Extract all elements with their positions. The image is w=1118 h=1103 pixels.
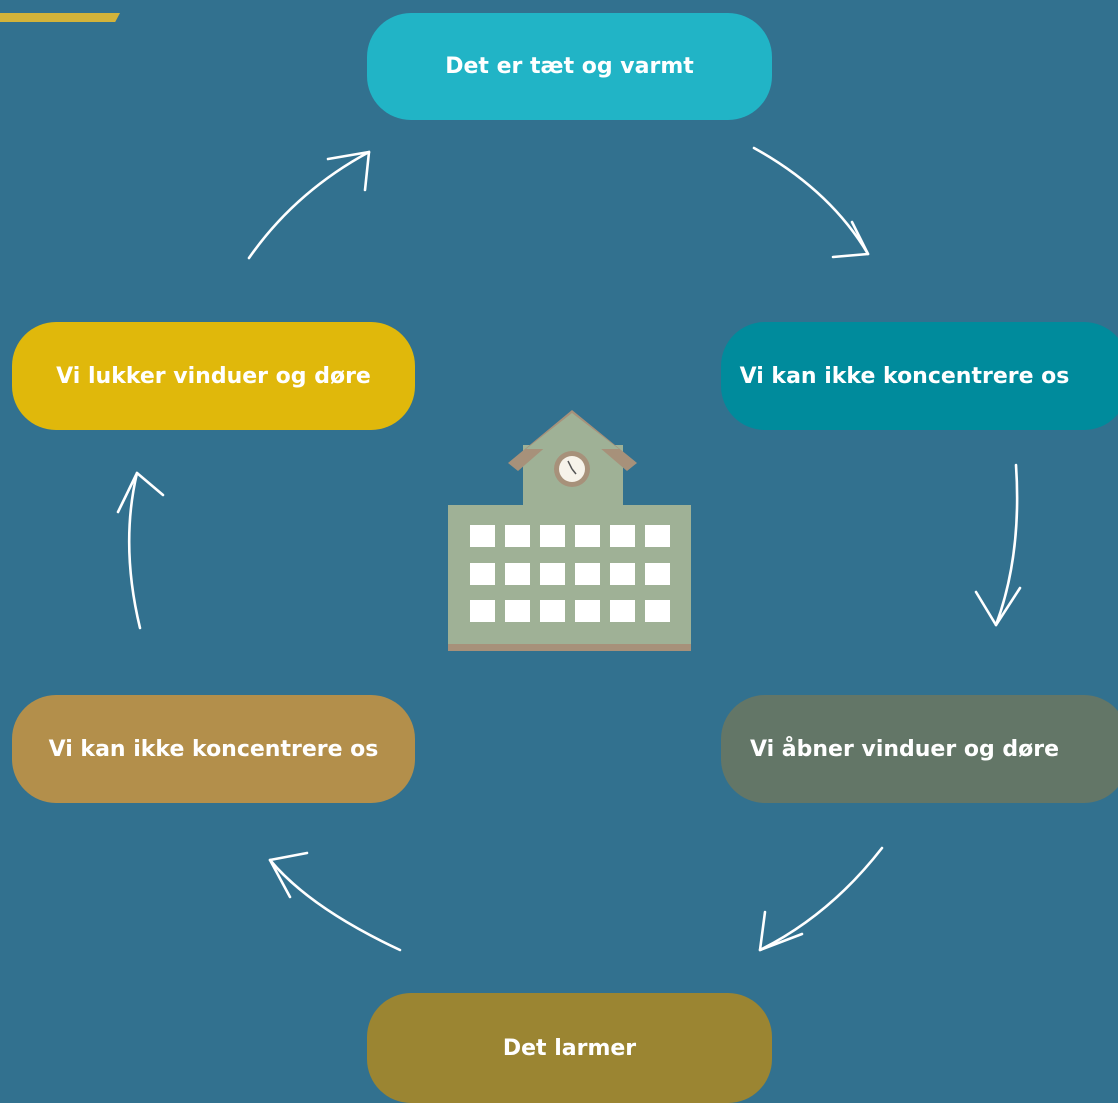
- corner-accent-bar: [0, 13, 120, 22]
- cycle-node-open-windows: Vi åbner vinduer og døre: [721, 695, 1118, 803]
- cycle-node-close-windows: Vi lukker vinduer og døre: [12, 322, 415, 430]
- cycle-node-label: Vi lukker vinduer og døre: [56, 363, 371, 389]
- cycle-node-cannot-concentrate-right: Vi kan ikke koncentrere os: [721, 322, 1118, 430]
- cycle-node-noisy: Det larmer: [367, 993, 772, 1103]
- arrow-left-lower-to-left-upper: [116, 471, 165, 630]
- arrow-bottom-to-left-lower: [268, 851, 402, 952]
- arrow-right-to-right-lower: [974, 463, 1022, 627]
- arrow-left-upper-to-top: [247, 150, 371, 260]
- cycle-node-label: Vi kan ikke koncentrere os: [48, 736, 379, 762]
- cycle-node-cannot-concentrate-left: Vi kan ikke koncentrere os: [12, 695, 415, 803]
- cycle-node-label: Vi kan ikke koncentrere os: [739, 363, 1070, 389]
- cycle-node-label: Vi åbner vinduer og døre: [749, 736, 1060, 762]
- clock-icon: [554, 451, 590, 487]
- cycle-node-label: Det er tæt og varmt: [445, 54, 694, 79]
- cycle-node-label: Det larmer: [502, 1035, 637, 1061]
- building-windows: [470, 525, 670, 622]
- arrow-right-lower-to-bottom: [758, 846, 884, 952]
- cycle-node-hot-and-stuffy: Det er tæt og varmt: [367, 13, 772, 120]
- arrow-top-to-right: [752, 146, 870, 259]
